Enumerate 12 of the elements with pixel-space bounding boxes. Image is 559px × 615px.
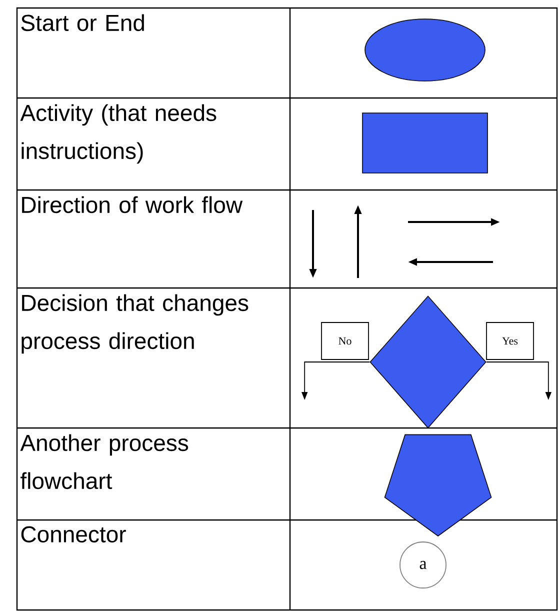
- process-pentagon: [384, 434, 492, 536]
- edge-label: Yes: [486, 322, 534, 360]
- row-label: Start or End: [21, 14, 144, 32]
- activity-rectangle: [362, 112, 488, 174]
- row-label: Activity (that needs instructions): [20, 104, 216, 164]
- row-label: Decision that changes process direction: [22, 294, 248, 354]
- decision-diamond: [370, 296, 486, 428]
- row-label: Connector: [21, 526, 126, 542]
- row-label: Direction of work flow: [22, 196, 243, 214]
- row-label: Another process flowchart: [20, 434, 188, 490]
- edge-label: No: [321, 322, 369, 360]
- start-end-ellipse: [364, 18, 486, 82]
